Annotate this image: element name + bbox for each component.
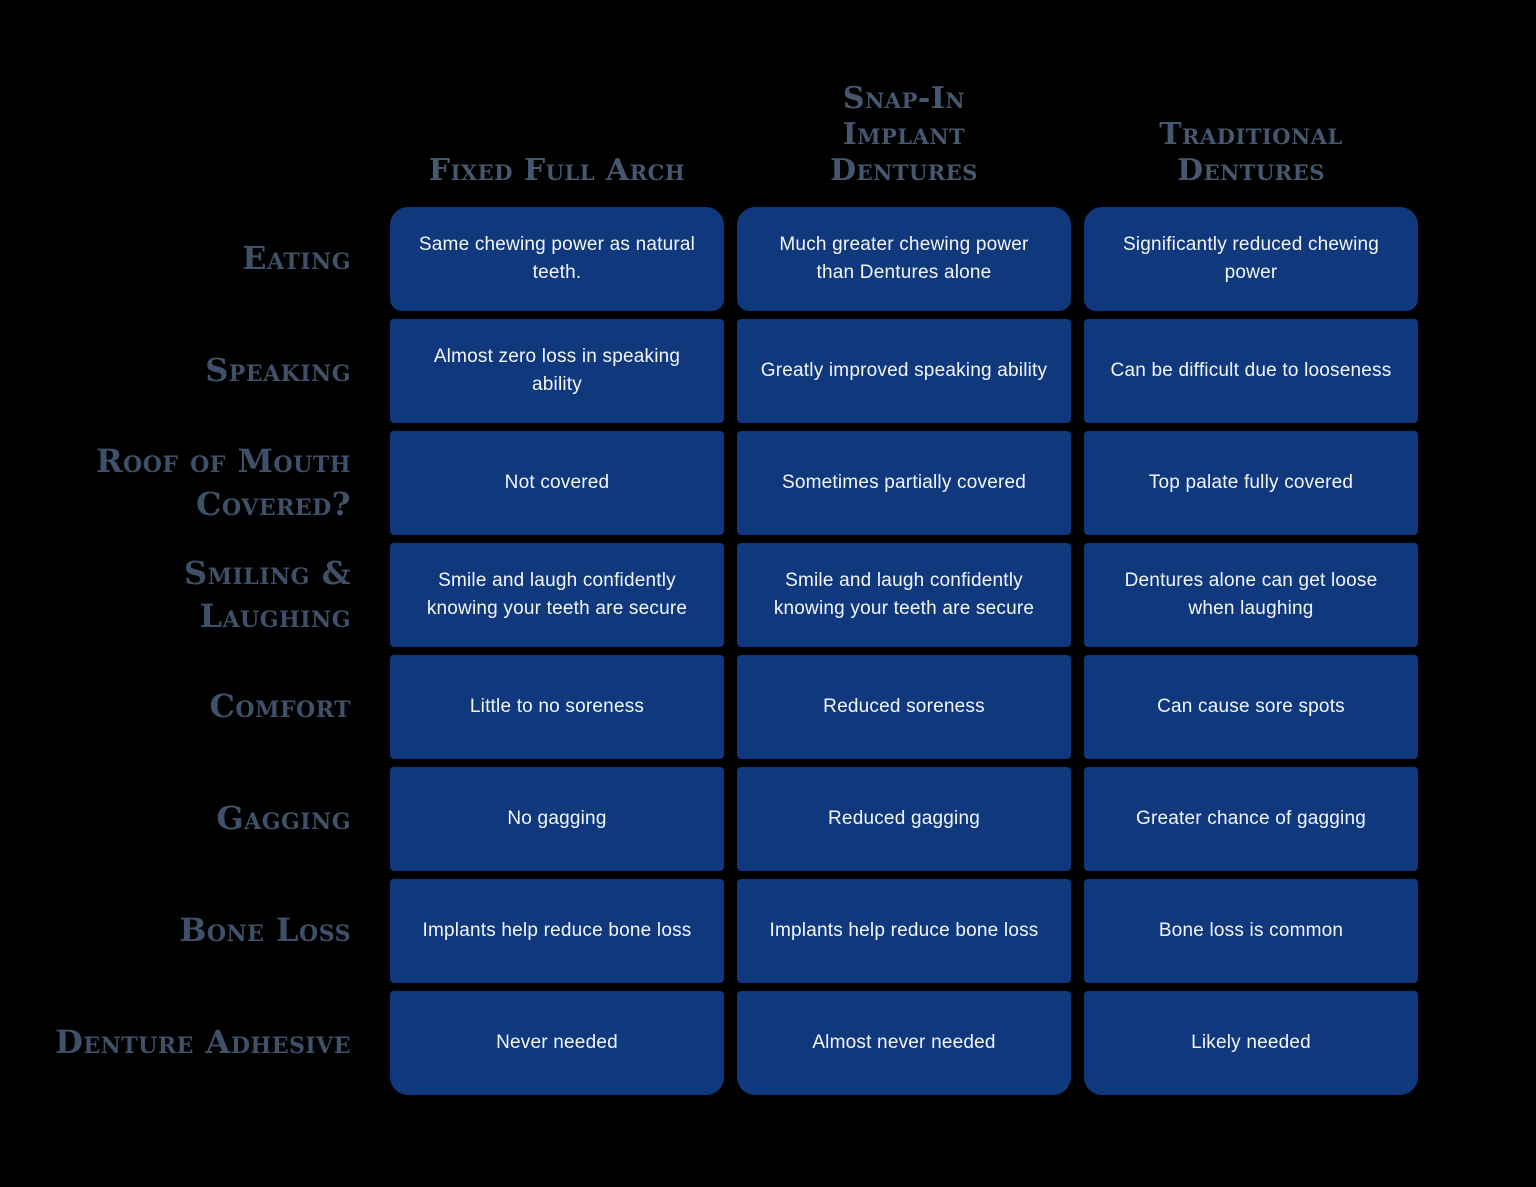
cell-denture-adhesive-fixed-full-arch: Never needed xyxy=(390,991,724,1095)
cell-bone-loss-traditional: Bone loss is common xyxy=(1084,879,1418,983)
cell-roof-snap-in: Sometimes partially covered xyxy=(737,431,1071,535)
cell-comfort-fixed-full-arch: Little to no soreness xyxy=(390,655,724,759)
cell-gagging-fixed-full-arch: No gagging xyxy=(390,767,724,871)
cell-eating-traditional: Significantly reduced chewing power xyxy=(1084,207,1418,311)
cell-smiling-traditional: Dentures alone can get loose when laughi… xyxy=(1084,543,1418,647)
cell-speaking-traditional: Can be difficult due to looseness xyxy=(1084,319,1418,423)
cell-comfort-traditional: Can cause sore spots xyxy=(1084,655,1418,759)
row-label-speaking: Speaking xyxy=(205,351,351,390)
row-label-smiling-laughing: Smiling & Laughing xyxy=(184,553,351,635)
cell-roof-traditional: Top palate fully covered xyxy=(1084,431,1418,535)
cell-speaking-fixed-full-arch: Almost zero loss in speaking ability xyxy=(390,319,724,423)
cell-smiling-snap-in: Smile and laugh confidently knowing your… xyxy=(737,543,1071,647)
cell-smiling-fixed-full-arch: Smile and laugh confidently knowing your… xyxy=(390,543,724,647)
cell-speaking-snap-in: Greatly improved speaking ability xyxy=(737,319,1071,423)
row-label-roof-of-mouth-covered: Roof of Mouth Covered? xyxy=(95,441,351,523)
table-corner-spacer xyxy=(0,0,377,199)
cell-denture-adhesive-traditional: Likely needed xyxy=(1084,991,1418,1095)
column-header-fixed-full-arch: Fixed Full Arch xyxy=(428,153,686,188)
cell-comfort-snap-in: Reduced soreness xyxy=(737,655,1071,759)
cell-bone-loss-snap-in: Implants help reduce bone loss xyxy=(737,879,1071,983)
comparison-table: Fixed Full Arch Snap-In Implant Dentures… xyxy=(0,0,1418,1095)
cell-eating-snap-in: Much greater chewing power than Dentures… xyxy=(737,207,1071,311)
cell-roof-fixed-full-arch: Not covered xyxy=(390,431,724,535)
column-header-snap-in-implant-dentures: Snap-In Implant Dentures xyxy=(830,81,978,188)
row-label-comfort: Comfort xyxy=(209,687,351,726)
row-label-gagging: Gagging xyxy=(216,799,351,838)
cell-eating-fixed-full-arch: Same chewing power as natural teeth. xyxy=(390,207,724,311)
column-header-traditional-dentures: Traditional Dentures xyxy=(1159,117,1343,188)
row-label-bone-loss: Bone Loss xyxy=(179,911,351,950)
cell-bone-loss-fixed-full-arch: Implants help reduce bone loss xyxy=(390,879,724,983)
cell-gagging-traditional: Greater chance of gagging xyxy=(1084,767,1418,871)
cell-gagging-snap-in: Reduced gagging xyxy=(737,767,1071,871)
row-label-eating: Eating xyxy=(242,239,351,278)
cell-denture-adhesive-snap-in: Almost never needed xyxy=(737,991,1071,1095)
row-label-denture-adhesive: Denture Adhesive xyxy=(55,1023,351,1062)
